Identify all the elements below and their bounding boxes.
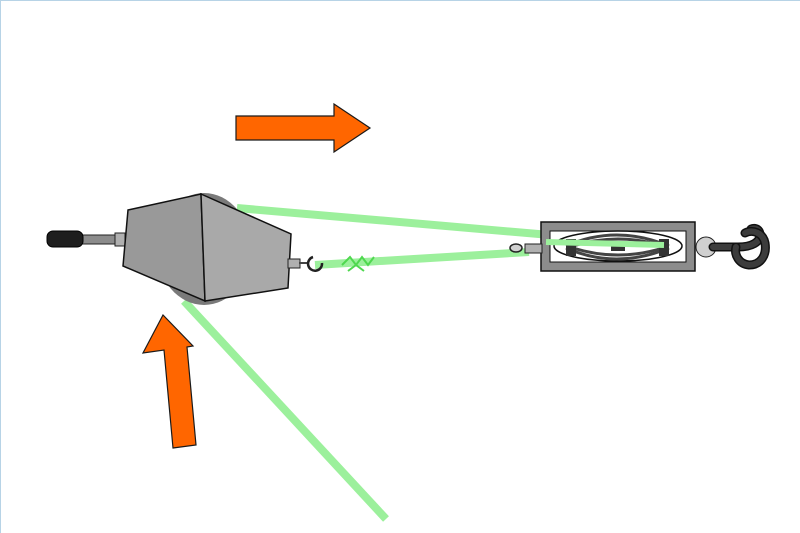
arrow-up-icon: [141, 313, 197, 449]
rope-lead: [181, 298, 389, 522]
hook-icon: [708, 223, 770, 270]
arrow-right-icon: [235, 102, 372, 154]
rope-lower: [314, 248, 530, 269]
rope-knot: [341, 255, 375, 272]
rope-inside-anchor: [545, 239, 665, 248]
crank-handle-icon[interactable]: [46, 230, 126, 248]
winch-hook-icon: [287, 255, 324, 272]
pulley-block-icon: [122, 192, 292, 303]
